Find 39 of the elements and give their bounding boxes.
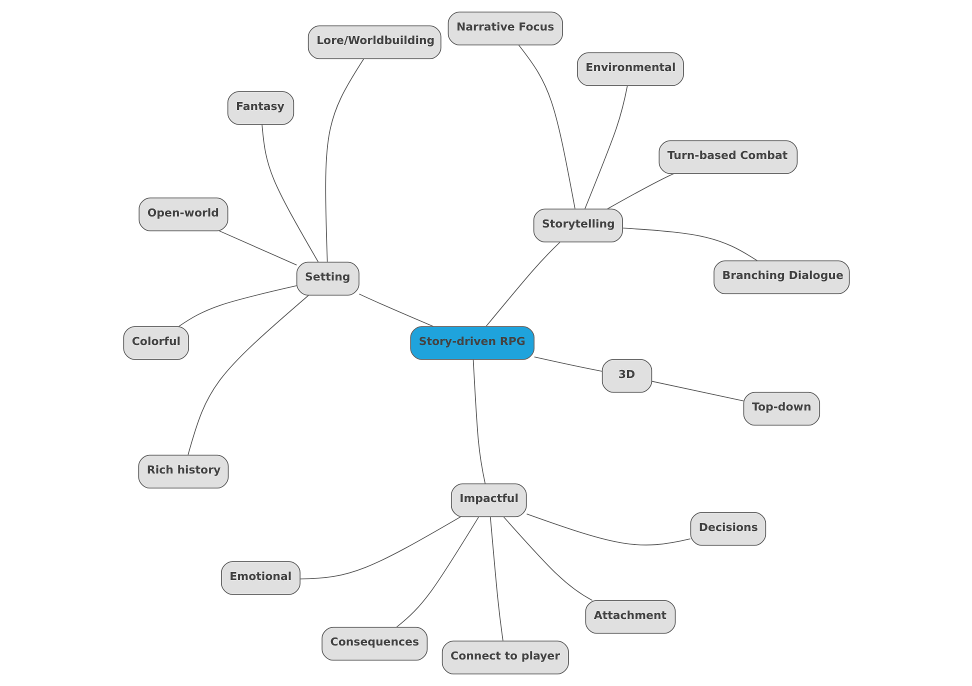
node-box: Decisions	[690, 512, 766, 546]
node-box: Colorful	[122, 326, 189, 360]
node-box: Top-down	[742, 392, 820, 426]
connector	[324, 58, 364, 262]
node-box: Storytelling	[532, 208, 622, 242]
node-box: 3D	[601, 358, 652, 393]
connector	[622, 228, 758, 262]
connector	[518, 44, 575, 210]
node-box: Story-driven RPG	[410, 326, 534, 360]
node-box: Turn-based Combat	[658, 140, 798, 174]
node-box: Lore/Worldbuilding	[307, 25, 441, 60]
connector	[178, 285, 297, 327]
connector	[218, 230, 297, 266]
connector	[261, 124, 318, 263]
node-box: Open-world	[138, 197, 228, 232]
node-box: Emotional	[220, 561, 300, 595]
node-box: Connect to player	[441, 640, 568, 674]
node-box: Environmental	[576, 52, 684, 86]
connector	[299, 516, 461, 580]
connector	[606, 173, 674, 210]
connector	[396, 516, 479, 628]
connector	[472, 359, 486, 484]
node-box: Rich history	[138, 454, 228, 489]
node-box: Attachment	[584, 600, 676, 634]
connector	[485, 242, 560, 327]
node-box: Consequences	[321, 626, 428, 661]
connector	[187, 294, 309, 456]
node-box: Impactful	[450, 483, 526, 518]
node-box: Narrative Focus	[447, 12, 563, 46]
connector	[502, 516, 592, 601]
connector	[584, 85, 628, 210]
node-box: Branching Dialogue	[713, 260, 850, 294]
connector	[526, 513, 690, 546]
connector	[650, 380, 744, 402]
connector	[358, 294, 434, 327]
node-box: Fantasy	[226, 91, 294, 125]
node-box: Setting	[296, 262, 359, 296]
connector	[489, 516, 503, 642]
connector	[533, 356, 602, 372]
